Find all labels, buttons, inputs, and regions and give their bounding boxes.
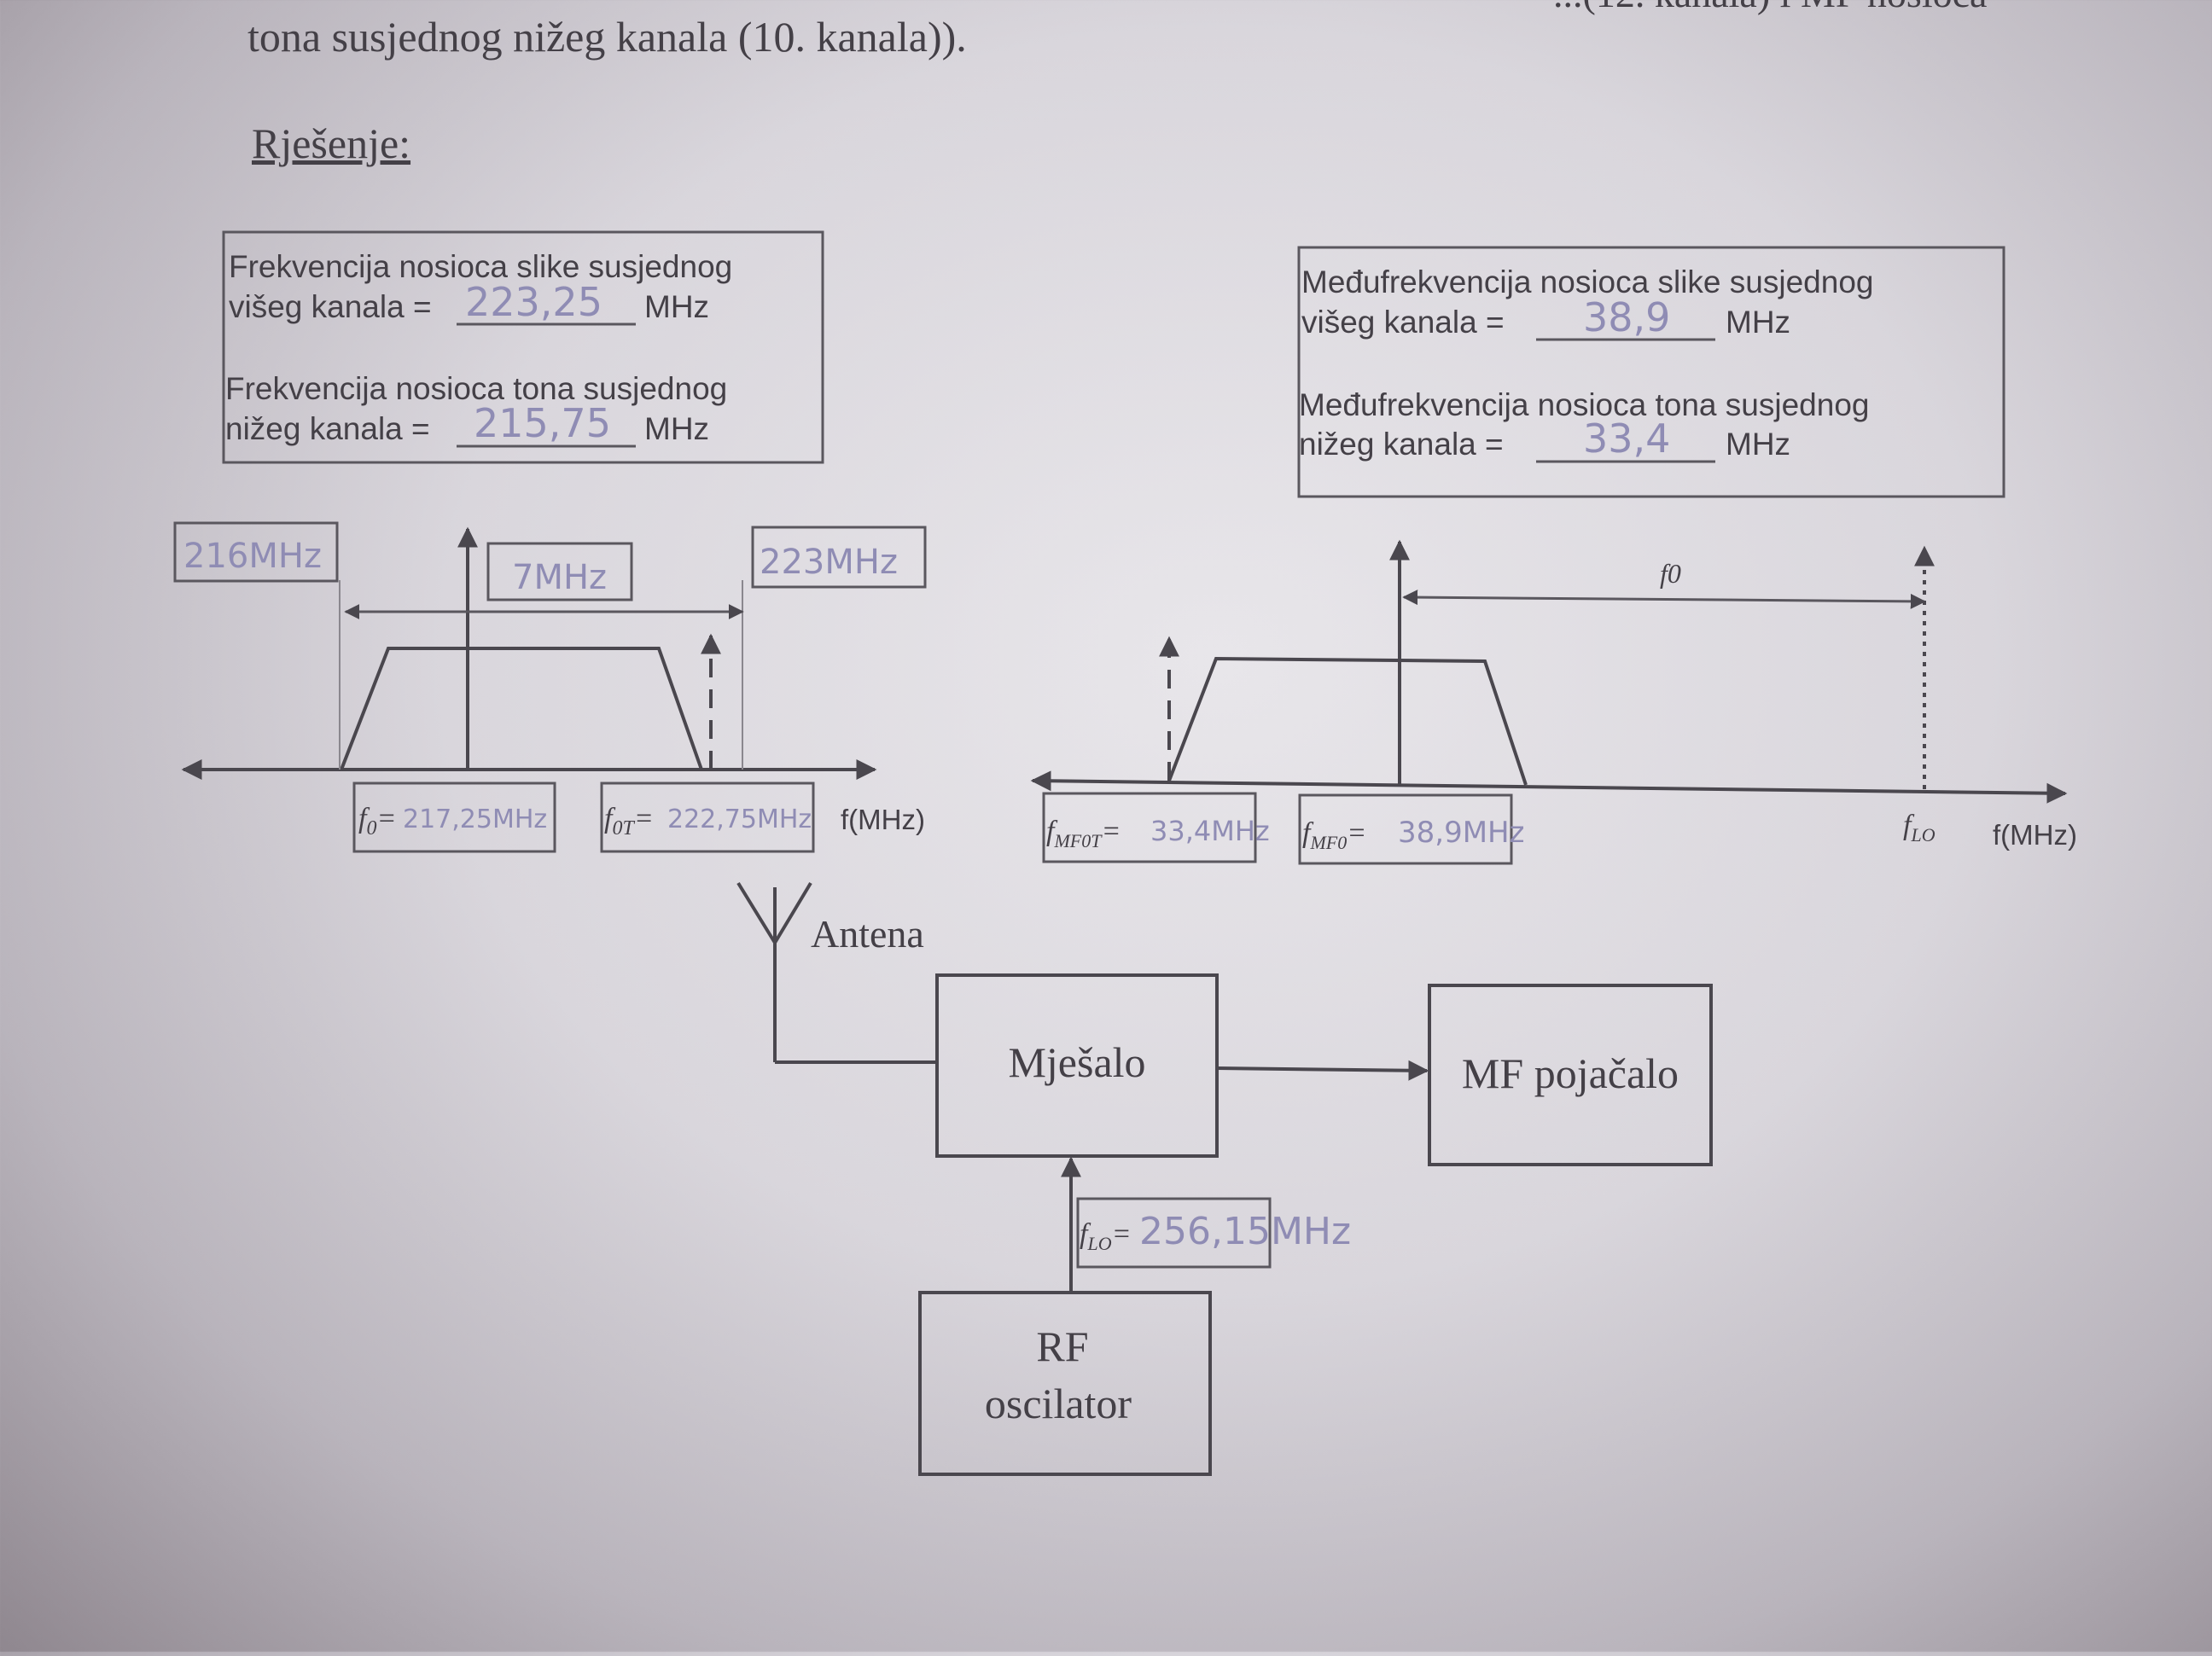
channel-width-label: 7MHz: [512, 558, 607, 597]
svg-text:f0T=: f0T=: [604, 803, 654, 840]
mixer-label: Mješalo: [1008, 1038, 1145, 1086]
f0t-subscript: 0T: [612, 817, 635, 840]
fmf0-box: [1298, 793, 1513, 865]
svg-text:fLO: fLO: [1903, 810, 1936, 845]
oscillator-label-line2: oscilator: [985, 1380, 1132, 1427]
receiver-block-diagram: Antena Mješalo MF pojačalo RF oscilator …: [736, 881, 1713, 1476]
left-q1-line1: Frekvencija nosioca slike susjednog: [229, 249, 732, 284]
right-q1-line1: Međufrekvencija nosioca slike susjednog: [1301, 264, 1873, 299]
right-q1-answer: 38,9: [1583, 294, 1670, 340]
f0-value: 217,25MHz: [403, 805, 547, 834]
if-channel-spectrum: [1167, 656, 1528, 786]
svg-text:fMF0T=: fMF0T=: [1046, 816, 1121, 851]
right-q2-unit: MHz: [1726, 427, 1790, 462]
f0-span-label: f0: [1660, 558, 1681, 589]
left-channel-spectrum: [340, 647, 703, 770]
flo-subscript: LO: [1086, 1233, 1111, 1254]
svg-text:fLO=: fLO=: [1080, 1218, 1132, 1254]
left-q2-line1: Frekvencija nosioca tona susjednog: [225, 371, 727, 406]
svg-text:fMF0=: fMF0=: [1302, 817, 1366, 853]
right-spectrum-diagram: f0 fMF0T= 33,4MHz fMF0= 38,9MHz fLO f(MH…: [1030, 539, 2077, 865]
flo-box: [1076, 1197, 1272, 1269]
fmf0-subscript: MF0: [1309, 832, 1347, 853]
right-q2-answer: 33,4: [1583, 415, 1670, 462]
fmf0-value: 38,9MHz: [1398, 816, 1524, 850]
left-q1-prefix: višeg kanala =: [229, 289, 432, 324]
right-axis-label: f(MHz): [1993, 819, 2077, 851]
left-q2-answer: 215,75: [474, 400, 611, 446]
svg-text:f0=: f0=: [358, 803, 396, 840]
flo-axis-subscript: LO: [1910, 824, 1935, 845]
right-q1-prefix: višeg kanala =: [1301, 305, 1505, 340]
f0-box: [352, 782, 556, 853]
rf-oscillator-block: [918, 1291, 1212, 1476]
f0-span-arrow: [1402, 590, 1926, 609]
right-question-box: Međufrekvencija nosioca slike susjednog …: [1297, 246, 2005, 498]
right-edge-label: 223MHz: [760, 543, 898, 582]
mixer-block: [935, 973, 1219, 1158]
left-axis-label: f(MHz): [841, 804, 925, 835]
fmf0t-value: 33,4MHz: [1150, 815, 1270, 847]
intro-line-2: tona susjednog nižeg kanala (10. kanala)…: [247, 13, 967, 61]
right-edge-label-box: [751, 526, 927, 589]
right-q1-unit: MHz: [1726, 305, 1790, 340]
if-amplifier-block: [1428, 984, 1713, 1166]
flo-value: 256,15MHz: [1139, 1210, 1351, 1253]
f0t-box: [600, 782, 815, 853]
right-q2-line1: Međufrekvencija nosioca tona susjednog: [1299, 387, 1869, 422]
left-spectrum-diagram: 216MHz 7MHz 223MHz f0= 217,25MHz f0T= 22…: [173, 521, 927, 853]
intro-line-1: ...(12. kanala) i MF nosioca: [1553, 0, 1987, 15]
antenna-icon: [736, 881, 812, 1062]
if-amplifier-label: MF pojačalo: [1462, 1049, 1679, 1097]
oscillator-label-line1: RF: [1036, 1322, 1088, 1370]
right-q2-prefix: nižeg kanala =: [1299, 427, 1504, 462]
fmf0t-subscript: MF0T: [1053, 830, 1103, 851]
channel-width-label-box: [486, 542, 633, 601]
left-q1-answer: 223,25: [465, 279, 602, 325]
fmf0t-box: [1042, 792, 1257, 863]
mixer-to-if-arrow: [1216, 1060, 1429, 1081]
left-edge-label: 216MHz: [183, 537, 322, 576]
left-q2-unit: MHz: [644, 411, 709, 446]
right-frequency-axis: [1030, 770, 2068, 804]
left-q2-prefix: nižeg kanala =: [225, 411, 430, 446]
left-question-box: Frekvencija nosioca slike susjednog više…: [222, 230, 824, 464]
solution-heading: Rješenje:: [252, 119, 410, 167]
left-edge-label-box: [173, 521, 339, 583]
antenna-label: Antena: [811, 912, 924, 956]
f0-subscript: 0: [366, 817, 376, 840]
left-q1-unit: MHz: [644, 289, 709, 324]
f0t-value: 222,75MHz: [667, 805, 812, 834]
